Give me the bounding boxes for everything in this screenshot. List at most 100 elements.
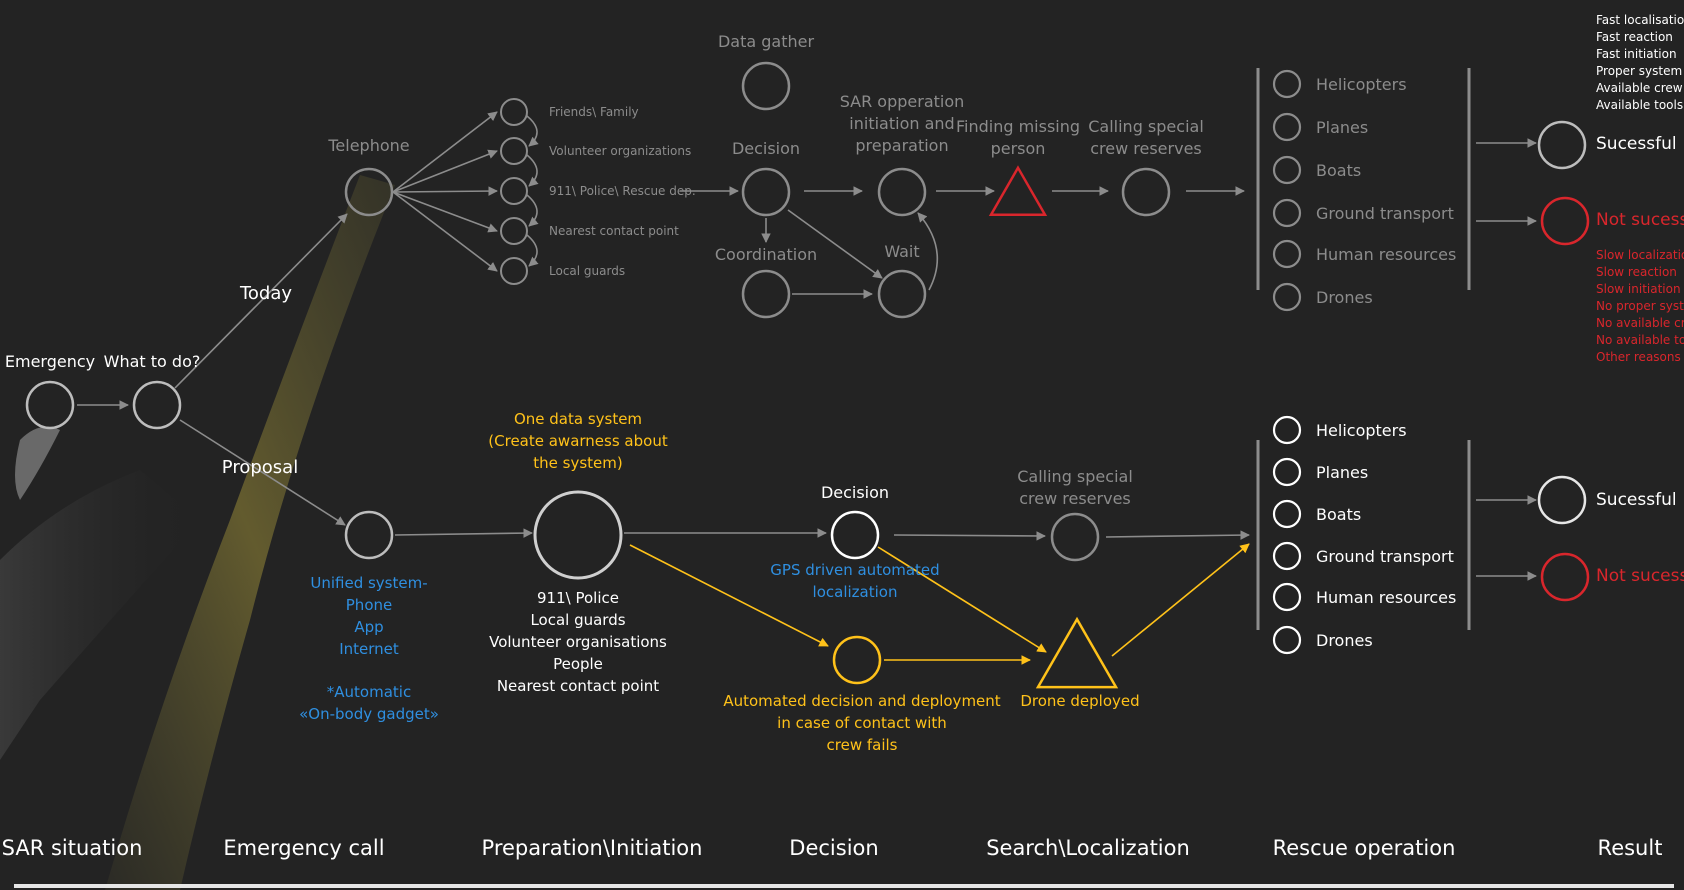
one-data-system-label-line-2: (Create awarness about (488, 432, 668, 450)
resource-proposal-node-4 (1272, 541, 1302, 571)
gps-label-line-1: GPS driven automated (770, 561, 939, 579)
unified-system-label-line-3: App (354, 618, 383, 636)
contact-node-1 (500, 98, 528, 126)
fail-reason-1: Slow localization (1596, 248, 1684, 262)
hub-targets-label-line-4: People (553, 655, 603, 673)
resource-today-label-5: Human resources (1316, 245, 1456, 264)
telephone-label: Telephone (327, 136, 409, 155)
resource-today-label-4: Ground transport (1316, 204, 1454, 223)
edge-what-unified (179, 419, 346, 526)
automated-decision-label-line-2: in case of contact with (777, 714, 947, 732)
success-proposal-label: Sucessful (1596, 490, 1677, 510)
fail-reason-4: No proper system (1596, 299, 1684, 313)
sar-operation-label-line-2: initiation and (849, 114, 954, 133)
what-to-do-label: What to do? (104, 352, 201, 371)
calling-today-label-line-1: Calling special (1088, 117, 1204, 136)
contact-label-3: 911\ Police\ Rescue dep. (549, 184, 696, 198)
background-decoration (0, 175, 395, 890)
calling-proposal-label-line-2: crew reserves (1019, 489, 1131, 508)
resource-proposal-label-3: Boats (1316, 505, 1361, 524)
drone-label: Drone deployed (1020, 692, 1139, 710)
contact-label-1: Friends\ Family (549, 105, 639, 119)
sar-operation-label-line-3: preparation (855, 136, 948, 155)
resource-proposal-label-4: Ground transport (1316, 547, 1454, 566)
decision-today-node (741, 167, 791, 217)
edge-telephone-contact-4 (392, 191, 498, 233)
edges (14, 68, 1674, 888)
coordination-node (741, 269, 791, 319)
today-branch-label: Today (239, 283, 292, 304)
success-proposal-node (1537, 475, 1587, 525)
edge-contact-chain-3 (526, 194, 539, 227)
resource-today-node-4 (1272, 198, 1302, 228)
edge-decision-wait (787, 209, 883, 279)
automatic-label-line-1: *Automatic (327, 683, 411, 701)
automated-decision-label-line-1: Automated decision and deployment (723, 692, 1000, 710)
phase-label-2: Emergency call (223, 836, 384, 860)
phase-label-6: Rescue operation (1273, 836, 1456, 860)
resource-proposal-node-2 (1272, 457, 1302, 487)
proposal-branch-label: Proposal (222, 457, 298, 478)
hub-targets-label-line-1: 911\ Police (537, 589, 619, 607)
fail-proposal-label: Not sucessful (1596, 566, 1684, 586)
edge-calling-resources-proposal (1105, 530, 1250, 540)
phase-label-4: Decision (789, 836, 878, 860)
edge-telephone-contact-5 (392, 191, 498, 272)
data-gather-node (741, 61, 791, 111)
fail-reason-3: Slow initiation (1596, 282, 1681, 296)
edge-telephone-contact-3 (392, 186, 498, 196)
edge-contact-chain-1 (526, 115, 539, 147)
success-today-node (1537, 120, 1587, 170)
edge-decision-calling (893, 531, 1046, 541)
nodes (25, 61, 1590, 689)
decision-today-label: Decision (732, 139, 800, 158)
resource-today-label-2: Planes (1316, 118, 1368, 137)
contact-label-5: Local guards (549, 264, 625, 278)
edge-wait-sar (917, 212, 939, 291)
resource-proposal-node-6 (1272, 625, 1302, 655)
edge-contact-chain-4 (526, 234, 539, 267)
one-data-system-label-line-1: One data system (514, 410, 642, 428)
contact-node-4 (500, 217, 528, 245)
resource-today-label-1: Helicopters (1316, 75, 1407, 94)
resource-proposal-label-5: Human resources (1316, 588, 1456, 607)
resource-proposal-label-2: Planes (1316, 463, 1368, 482)
success-reasons-line-1: Fast localisation (1596, 13, 1684, 27)
resource-proposal-node-5 (1272, 582, 1302, 612)
wait-node (877, 269, 927, 319)
calling-proposal-node (1050, 512, 1100, 562)
sar-operation-node (877, 167, 927, 217)
hub-targets-label-line-2: Local guards (530, 611, 625, 629)
finding-label-line-2: person (991, 139, 1046, 158)
success-reasons-line-3: Fast initiation (1596, 47, 1677, 61)
fail-today-label: Not sucessful (1596, 210, 1684, 230)
calling-today-label-line-2: crew reserves (1090, 139, 1202, 158)
decision-proposal-node (830, 510, 880, 560)
resource-proposal-node-1 (1272, 415, 1302, 445)
sar-operation-label-line-1: SAR opperation (840, 92, 965, 111)
fail-reason-6: No available tools (1596, 333, 1684, 347)
fail-reason-7: Other reasons (1596, 350, 1681, 364)
wait-label: Wait (884, 242, 919, 261)
resource-today-node-1 (1272, 69, 1302, 99)
data-gather-label: Data gather (718, 32, 815, 51)
edge-unified-hub (394, 528, 533, 538)
edge-telephone-contact-2 (392, 149, 498, 193)
finding-triangle (988, 165, 1048, 217)
phase-label-7: Result (1598, 836, 1663, 860)
success-reasons-line-6: Available tools (1596, 98, 1683, 112)
one-data-system-node (533, 490, 623, 580)
emergency-label: Emergency (5, 352, 95, 371)
resource-proposal-label-6: Drones (1316, 631, 1373, 650)
success-reasons-line-2: Fast reaction (1596, 30, 1673, 44)
unified-system-label-line-4: Internet (339, 640, 399, 658)
unified-system-node (344, 510, 394, 560)
edge-decision-drone (877, 546, 1047, 653)
contact-node-2 (500, 137, 528, 165)
timeline-bar (14, 884, 1674, 888)
gps-label-line-2: localization (813, 583, 898, 601)
resource-today-node-6 (1272, 282, 1302, 312)
hub-targets-label-line-5: Nearest contact point (497, 677, 659, 695)
